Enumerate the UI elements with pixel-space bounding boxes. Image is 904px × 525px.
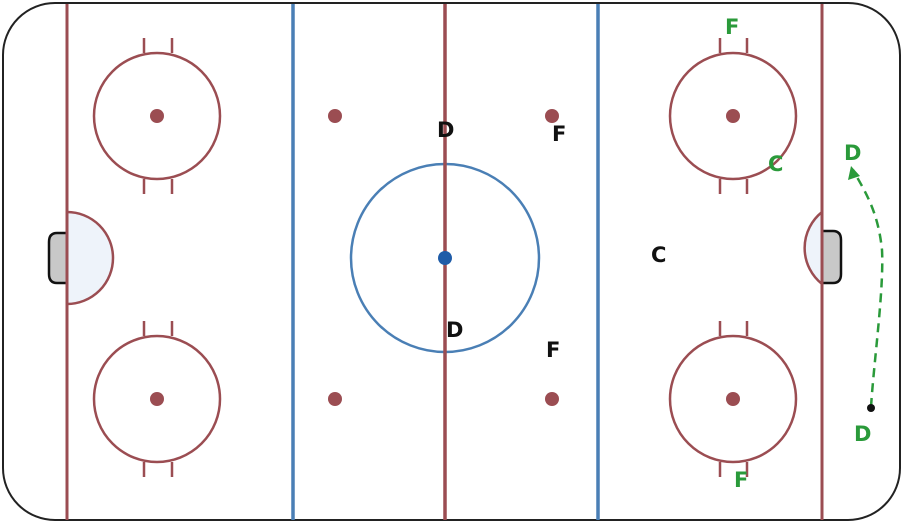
puck-start-dot [867, 404, 875, 412]
player-black-c: C [651, 243, 666, 267]
movement-arrowhead [848, 166, 860, 180]
player-black-d-bottom: D [446, 318, 463, 342]
faceoff-circle-top-left [92, 38, 222, 194]
faceoff-dot-top-left [150, 109, 164, 123]
goal-net-right [820, 229, 843, 285]
goal-crease-left [65, 210, 115, 306]
player-green-c: C [768, 152, 783, 176]
faceoff-circle-bottom-left [92, 321, 222, 477]
faceoff-circle-top-right [668, 38, 798, 194]
neutral-dot-bottom-right [545, 392, 559, 406]
movement-dashed-path [851, 169, 884, 408]
faceoff-dot-top-right [726, 109, 740, 123]
neutral-dot-bottom-left [328, 392, 342, 406]
goal-net-left [47, 231, 69, 285]
player-green-f-top: F [725, 15, 739, 39]
player-green-d-bottom: D [854, 422, 871, 446]
goal-crease-right [803, 209, 824, 287]
player-green-d-top: D [844, 141, 861, 165]
faceoff-dot-bottom-right [726, 392, 740, 406]
center-faceoff-dot [438, 251, 452, 265]
neutral-dot-top-left [328, 109, 342, 123]
player-black-f-bottom: F [546, 338, 560, 362]
faceoff-circle-bottom-right [668, 321, 798, 477]
player-green-f-bottom: F [734, 468, 748, 492]
player-black-d-top: D [437, 118, 454, 142]
faceoff-dot-bottom-left [150, 392, 164, 406]
player-black-f-top: F [552, 122, 566, 146]
neutral-dot-top-right [545, 109, 559, 123]
